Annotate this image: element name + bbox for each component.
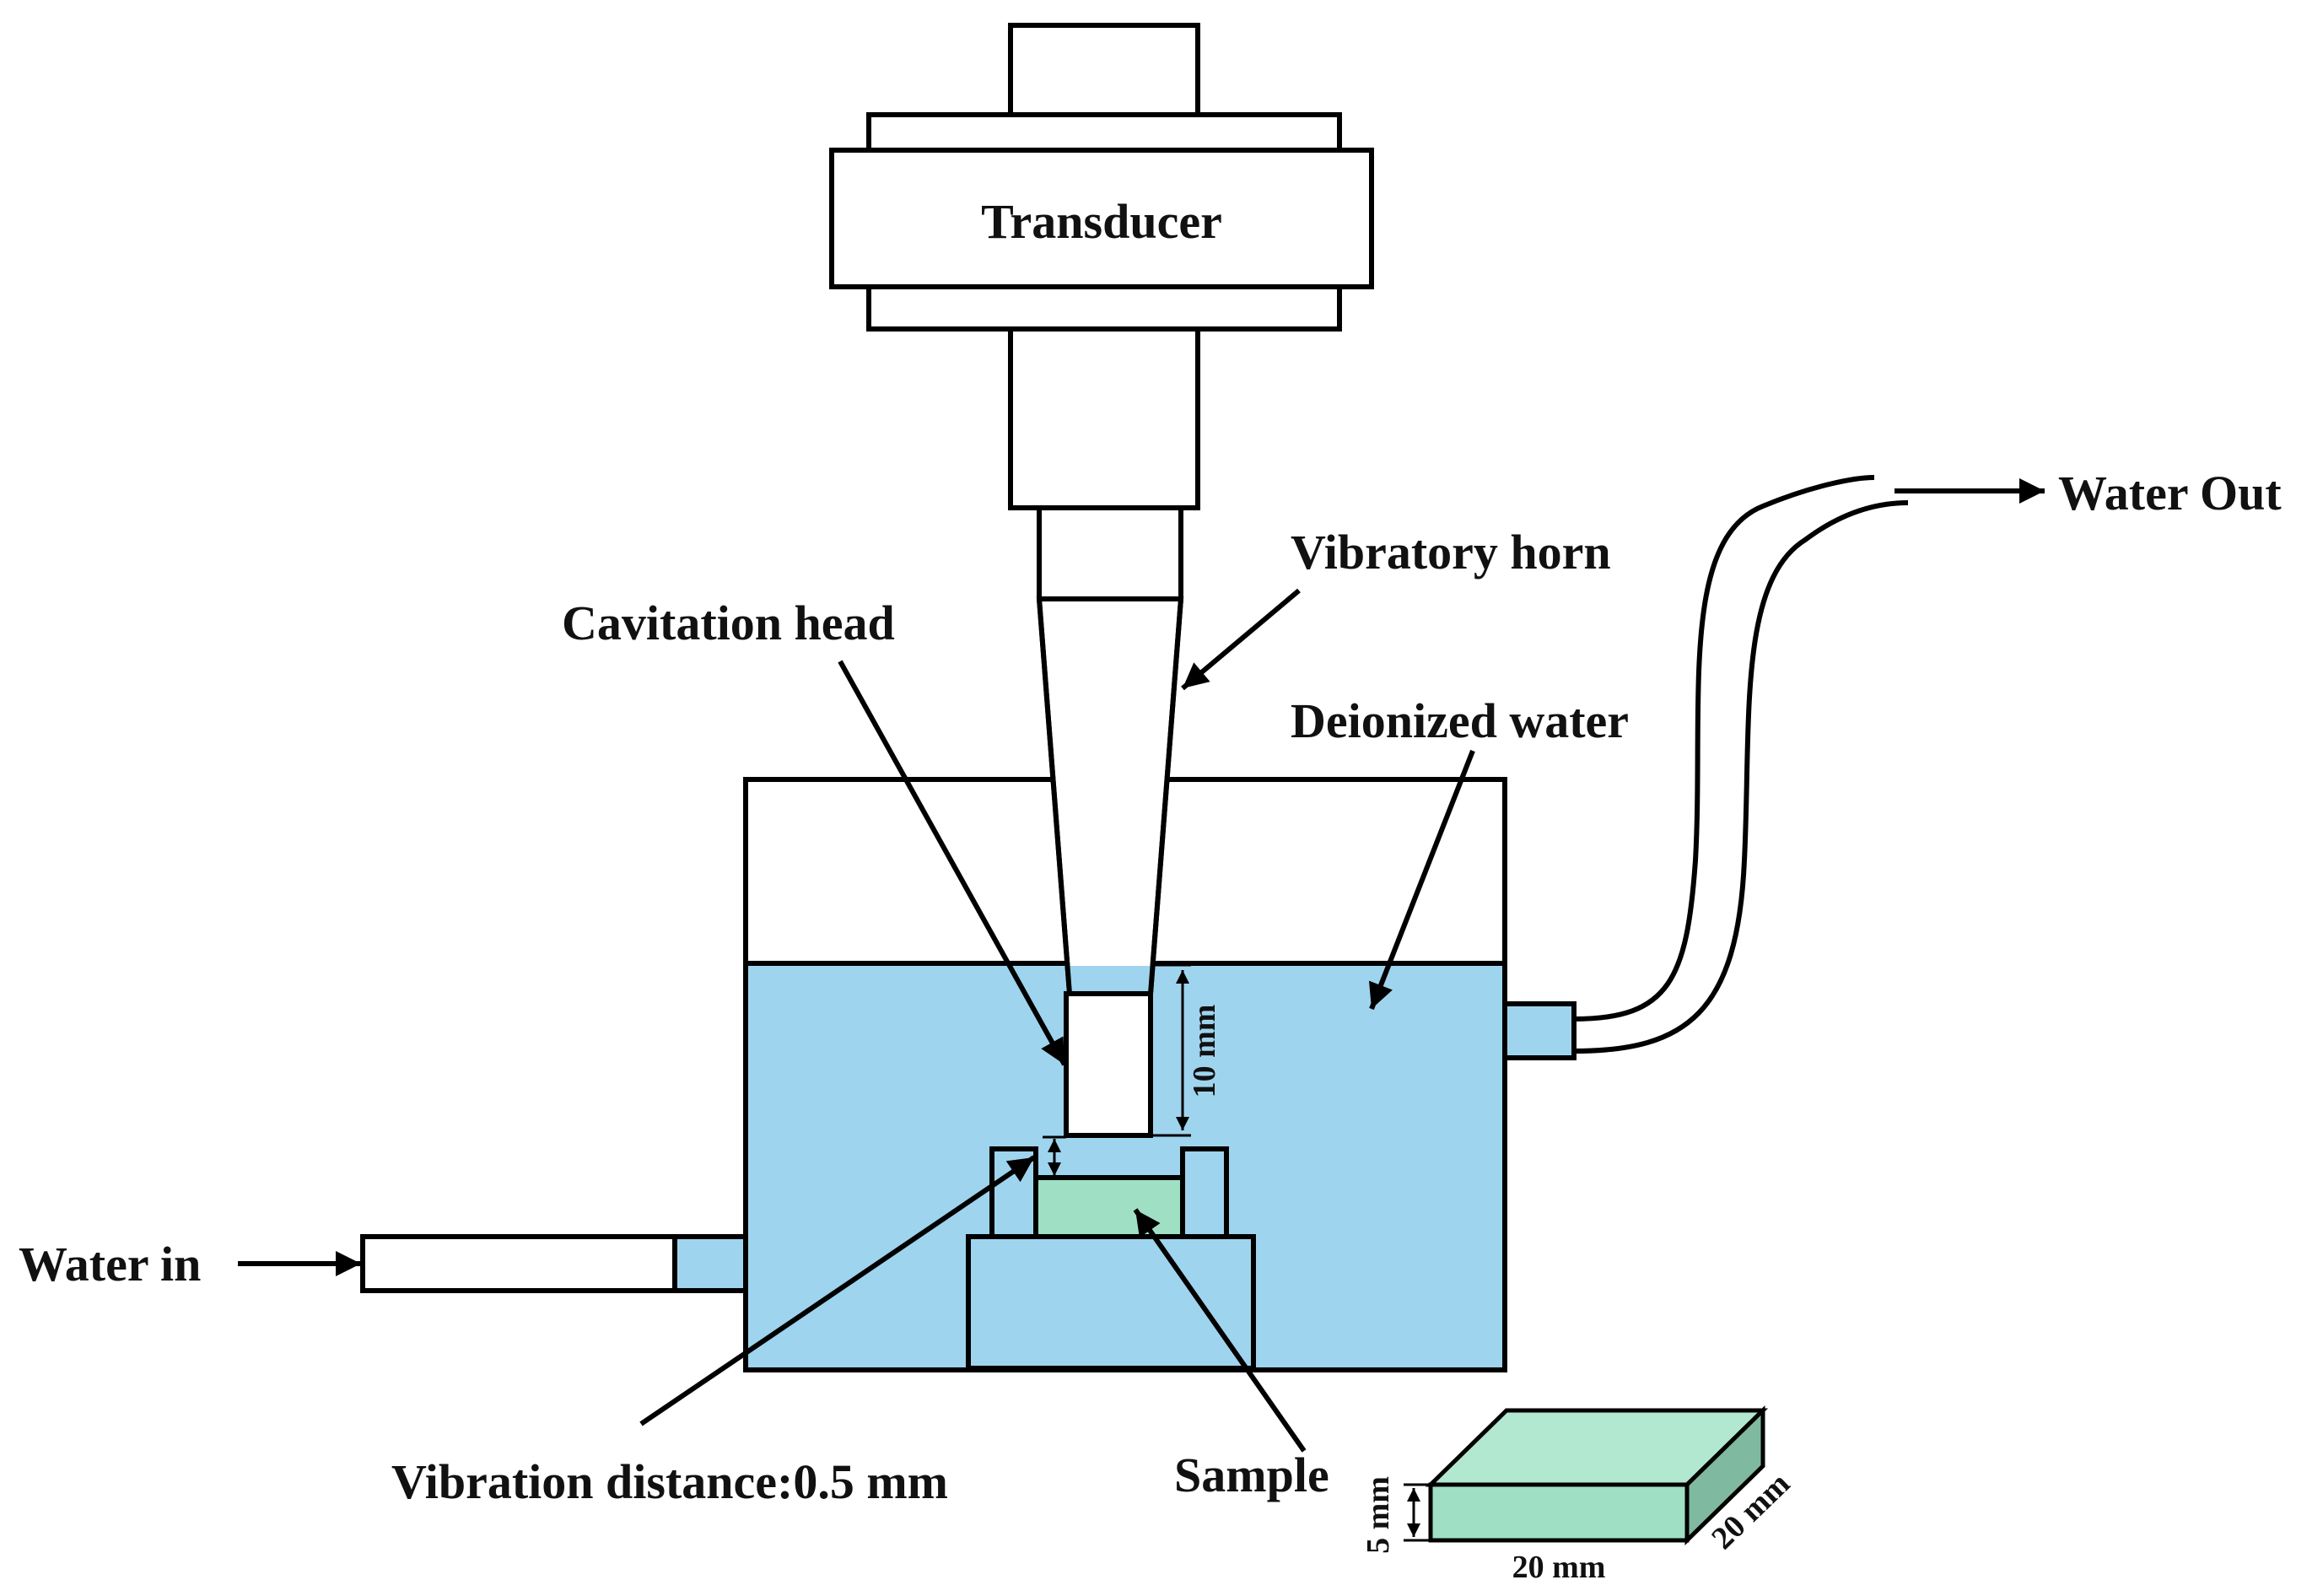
vibration-distance-callout: Vibration distance:0.5 mm [391, 1155, 1036, 1509]
horn-collar [1037, 505, 1183, 601]
deionized-water-arrow [1368, 749, 1475, 1011]
sample-label: Sample [1174, 1448, 1329, 1502]
dimension-20mm-bottom-label: 20 mm [1512, 1550, 1606, 1585]
inlet-connector [672, 1234, 748, 1293]
transducer-lower-flange [866, 284, 1342, 332]
cavitation-head [1064, 991, 1153, 1138]
vibratory-horn-arrow [1181, 588, 1301, 691]
vibratory-horn-callout: Vibratory horn [1181, 525, 1611, 691]
horn-edge-right [1148, 598, 1183, 995]
outlet-hose-upper [1573, 475, 1875, 1022]
transducer-assembly: Transducer [829, 23, 1374, 601]
deionized-water-callout: Deionized water [1291, 693, 1629, 1011]
deionized-water-label: Deionized water [1291, 693, 1629, 748]
vibratory-horn-underwater [1065, 966, 1153, 994]
transducer-shaft [1008, 326, 1200, 510]
transducer-top-cap [1008, 23, 1200, 117]
cavitation-head-arrow [838, 660, 1067, 1066]
dimension-10mm: 10 mm [1151, 963, 1222, 1137]
dimension-vibration-gap [1043, 1135, 1066, 1176]
dimension-5mm-label: 5 mm [1361, 1476, 1396, 1554]
water-out-label: Water Out [2058, 466, 2282, 520]
cavitation-head-label: Cavitation head [562, 596, 895, 650]
holder-base [966, 1234, 1256, 1371]
transducer-label: Transducer [981, 194, 1222, 249]
sample-holder [966, 1146, 1256, 1371]
outlet-hose-lower [1573, 500, 1909, 1054]
cavitation-head-callout: Cavitation head [562, 596, 1067, 1066]
water-in-label: Water in [19, 1237, 201, 1291]
horn-edge-left [1037, 598, 1072, 995]
vibratory-horn-label: Vibratory horn [1291, 525, 1611, 580]
dimension-10mm-label: 10 mm [1187, 1005, 1222, 1098]
inlet-pipe [360, 1234, 677, 1293]
outlet-connector [1502, 1001, 1577, 1060]
sample-callout: Sample [1133, 1208, 1329, 1502]
transducer-upper-flange [866, 112, 1342, 153]
sample-front-face [1428, 1482, 1690, 1543]
sample-arrow [1133, 1208, 1307, 1453]
holder-right-post [1180, 1146, 1229, 1239]
water-inlet: Water in [19, 1234, 748, 1293]
sample-3d-block: 5 mm 20 mm 20 mm [1361, 1405, 1797, 1585]
vibration-distance-arrow [639, 1155, 1036, 1426]
vibration-distance-label: Vibration distance:0.5 mm [391, 1454, 948, 1509]
water-outlet: Water Out [1502, 466, 2282, 1060]
sample-in-holder [1033, 1175, 1185, 1239]
transducer-body [829, 148, 1374, 289]
